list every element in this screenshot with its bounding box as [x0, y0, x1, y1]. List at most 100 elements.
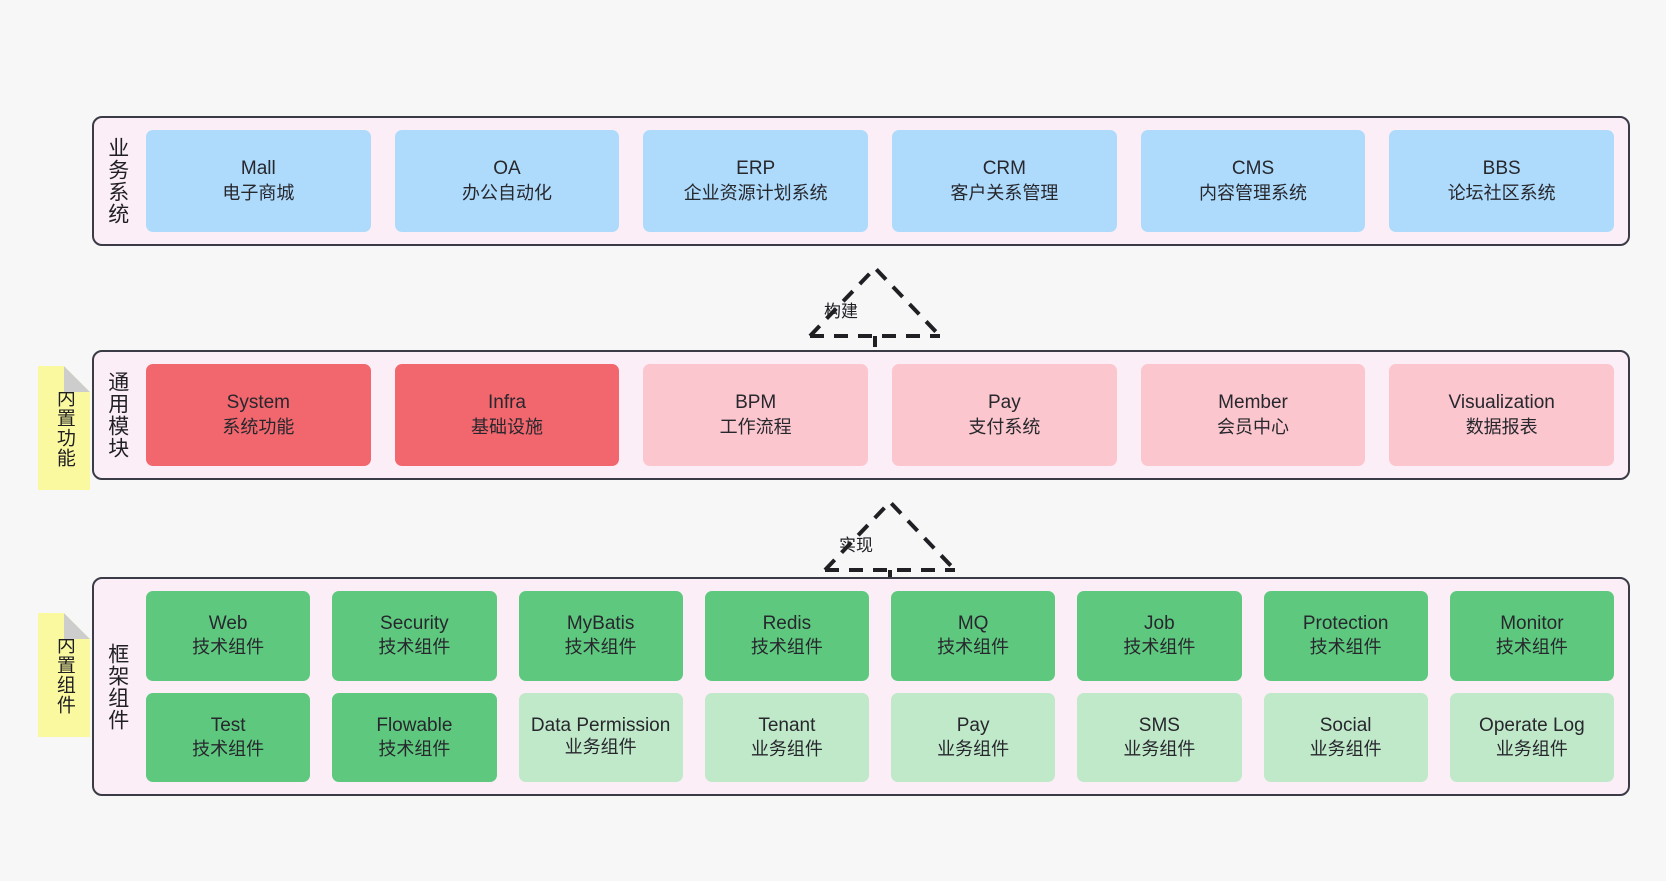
card-title: CMS — [1231, 158, 1275, 180]
card-title: Data Permission — [530, 715, 671, 737]
card-row: Mall 电子商城 OA 办公自动化 ERP 企业资源计划系统 CRM 客户关系… — [146, 130, 1615, 232]
card-title: Mall — [240, 158, 276, 180]
layer-body-framework-components: Web 技术组件 Security 技术组件 MyBatis 技术组件 Redi… — [140, 579, 1628, 794]
note-label: 内置功能 — [53, 388, 75, 468]
card-subtitle: 支付系统 — [968, 416, 1041, 437]
card-title: Operate Log — [1479, 714, 1585, 736]
card-subtitle: 企业资源计划系统 — [683, 182, 828, 203]
card-pay-business[interactable]: Pay 业务组件 — [891, 692, 1056, 782]
connector-label-implement: 实现 — [839, 536, 873, 555]
layer-body-business: Mall 电子商城 OA 办公自动化 ERP 企业资源计划系统 CRM 客户关系… — [140, 118, 1628, 244]
card-oa[interactable]: OA 办公自动化 — [394, 130, 620, 232]
note-fold-corner-icon — [64, 366, 90, 392]
note-builtin-features: 内置功能 — [38, 366, 90, 490]
card-subtitle: 技术组件 — [564, 637, 637, 658]
card-title: BPM — [735, 392, 777, 414]
card-subtitle: 技术组件 — [750, 637, 823, 658]
card-subtitle: 技术组件 — [1495, 637, 1568, 658]
card-flowable[interactable]: Flowable 技术组件 — [332, 692, 497, 782]
card-title: ERP — [736, 158, 776, 180]
card-title: System — [226, 392, 291, 414]
card-subtitle: 工作流程 — [719, 416, 792, 437]
card-bpm[interactable]: BPM 工作流程 — [643, 364, 869, 466]
card-security[interactable]: Security 技术组件 — [332, 591, 497, 681]
card-title: CRM — [982, 158, 1026, 180]
card-subtitle: 技术组件 — [1123, 637, 1196, 658]
card-subtitle: 技术组件 — [378, 738, 451, 759]
card-web[interactable]: Web 技术组件 — [146, 591, 311, 681]
card-title: Web — [208, 613, 248, 635]
card-subtitle: 业务组件 — [1495, 738, 1568, 759]
card-title: Flowable — [376, 714, 453, 736]
card-title: Monitor — [1500, 613, 1564, 635]
card-title: MQ — [957, 613, 989, 635]
card-subtitle: 电子商城 — [222, 182, 295, 203]
card-infra[interactable]: Infra 基础设施 — [394, 364, 620, 466]
layer-framework-components: 框架组件 Web 技术组件 Security 技术组件 MyBatis 技术组件… — [92, 577, 1630, 796]
card-title: Job — [1144, 613, 1175, 635]
card-title: Social — [1319, 714, 1372, 736]
card-title: Pay — [956, 714, 990, 736]
card-redis[interactable]: Redis 技术组件 — [704, 591, 869, 681]
card-title: MyBatis — [566, 613, 635, 635]
card-title: Test — [210, 714, 246, 736]
card-monitor[interactable]: Monitor 技术组件 — [1449, 591, 1614, 681]
card-title: Visualization — [1448, 392, 1555, 414]
card-visualization[interactable]: Visualization 数据报表 — [1389, 364, 1615, 466]
card-bbs[interactable]: BBS 论坛社区系统 — [1389, 130, 1615, 232]
card-title: Tenant — [758, 714, 816, 736]
layer-title-business: 业务系统 — [105, 137, 129, 225]
card-row: Test 技术组件 Flowable 技术组件 Data Permission … — [146, 692, 1614, 782]
card-mall[interactable]: Mall 电子商城 — [146, 130, 371, 232]
card-subtitle: 技术组件 — [378, 637, 451, 658]
card-title: Redis — [762, 613, 812, 635]
card-row: System 系统功能 Infra 基础设施 BPM 工作流程 Pay 支付系统… — [146, 364, 1615, 466]
card-title: Pay — [987, 392, 1021, 414]
card-pay[interactable]: Pay 支付系统 — [892, 364, 1117, 466]
card-subtitle: 技术组件 — [1309, 637, 1382, 658]
card-mq[interactable]: MQ 技术组件 — [891, 591, 1056, 681]
note-builtin-components: 内置组件 — [38, 613, 90, 737]
note-label: 内置组件 — [53, 635, 75, 715]
card-member[interactable]: Member 会员中心 — [1140, 364, 1366, 466]
card-subtitle: 技术组件 — [937, 637, 1010, 658]
card-cms[interactable]: CMS 内容管理系统 — [1140, 130, 1366, 232]
layer-business-systems: 业务系统 Mall 电子商城 OA 办公自动化 ERP 企业资源计划系统 CRM… — [92, 116, 1630, 246]
card-subtitle: 论坛社区系统 — [1447, 182, 1556, 203]
card-subtitle: 会员中心 — [1217, 416, 1290, 437]
card-subtitle: 系统功能 — [222, 416, 295, 437]
layer-common-modules: 通用模块 System 系统功能 Infra 基础设施 BPM 工作流程 Pay… — [92, 350, 1630, 480]
card-subtitle: 内容管理系统 — [1199, 182, 1308, 203]
note-fold-corner-icon — [64, 613, 90, 639]
card-operate-log[interactable]: Operate Log 业务组件 — [1449, 692, 1614, 782]
card-protection[interactable]: Protection 技术组件 — [1263, 591, 1428, 681]
card-data-permission[interactable]: Data Permission 业务组件 — [518, 692, 683, 782]
card-title: Infra — [487, 392, 527, 414]
card-mybatis[interactable]: MyBatis 技术组件 — [518, 591, 683, 681]
card-system[interactable]: System 系统功能 — [146, 364, 371, 466]
connector-build: 构建 — [800, 263, 950, 358]
card-subtitle: 办公自动化 — [462, 182, 552, 203]
card-social[interactable]: Social 业务组件 — [1263, 692, 1428, 782]
card-subtitle: 业务组件 — [750, 738, 823, 759]
card-title: Member — [1218, 392, 1288, 414]
card-subtitle: 业务组件 — [937, 738, 1010, 759]
card-row: Web 技术组件 Security 技术组件 MyBatis 技术组件 Redi… — [146, 591, 1614, 681]
card-tenant[interactable]: Tenant 业务组件 — [704, 692, 869, 782]
card-title: Security — [380, 613, 449, 635]
card-title: BBS — [1482, 158, 1521, 180]
card-sms[interactable]: SMS 业务组件 — [1077, 692, 1242, 782]
layer-title-framework-components: 框架组件 — [105, 642, 129, 731]
card-subtitle: 技术组件 — [192, 637, 265, 658]
card-crm[interactable]: CRM 客户关系管理 — [892, 130, 1117, 232]
card-title: Protection — [1302, 613, 1389, 635]
card-job[interactable]: Job 技术组件 — [1077, 591, 1242, 681]
layer-title-common-modules: 通用模块 — [105, 371, 129, 459]
card-test[interactable]: Test 技术组件 — [146, 692, 311, 782]
card-subtitle: 业务组件 — [564, 737, 637, 758]
card-subtitle: 基础设施 — [471, 416, 543, 437]
card-subtitle: 数据报表 — [1465, 416, 1538, 437]
connector-label-build: 构建 — [824, 302, 858, 321]
card-erp[interactable]: ERP 企业资源计划系统 — [643, 130, 869, 232]
card-title: SMS — [1138, 714, 1180, 736]
